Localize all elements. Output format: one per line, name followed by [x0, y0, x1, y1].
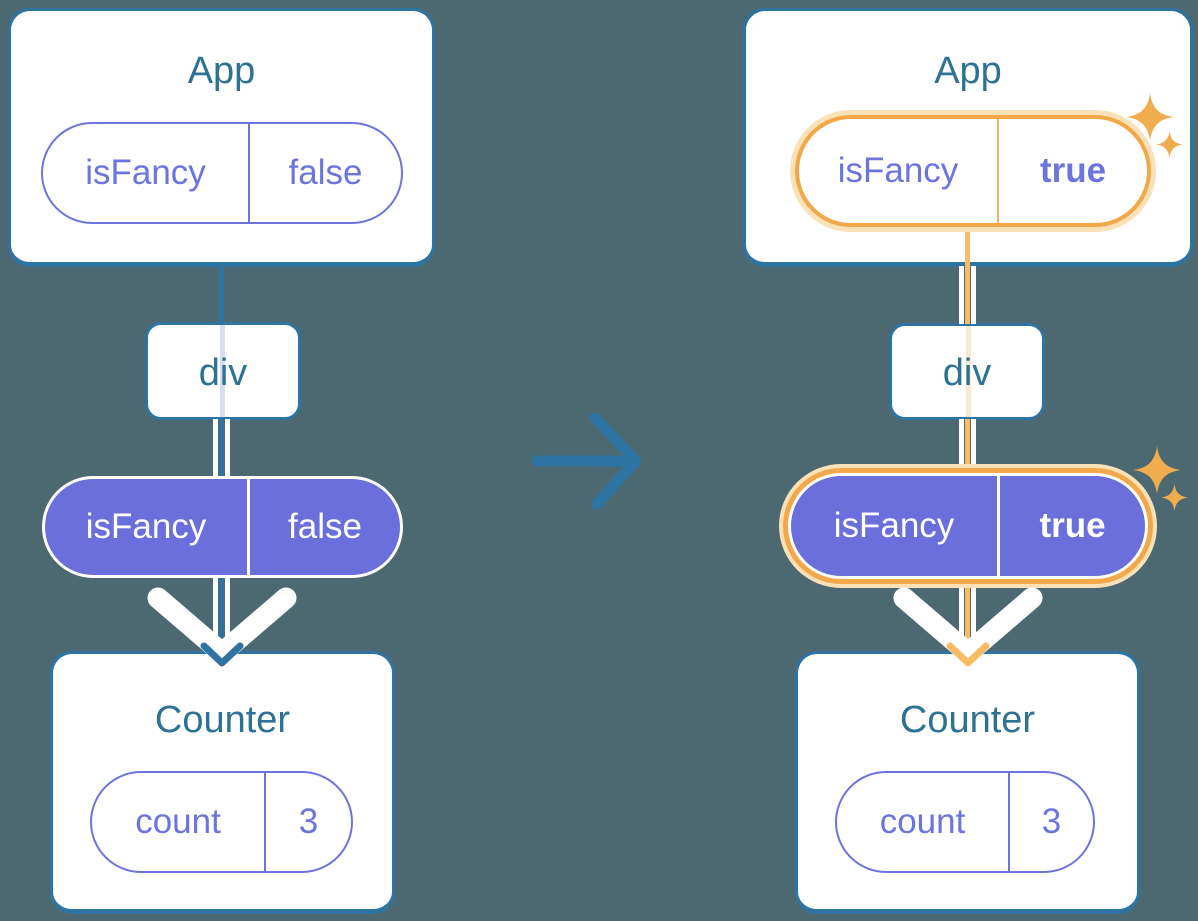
prop-name: isFancy	[85, 153, 206, 192]
after-passed-prop-pill: isFancy true	[783, 468, 1153, 584]
sparkle-icon	[1126, 93, 1174, 141]
prop-value: false	[288, 507, 362, 546]
state-name: count	[879, 802, 966, 841]
before-passed-prop-pill: isFancy false	[42, 476, 403, 578]
after-div-passthrough-line	[966, 326, 971, 417]
prop-value: false	[288, 153, 363, 192]
prop-value: true	[1039, 151, 1107, 190]
sparkle-icon	[1161, 484, 1188, 511]
before-app-to-div-line	[219, 265, 224, 323]
before-div-label: div	[198, 352, 248, 394]
before-app-prop-pill: isFancy false	[41, 122, 403, 224]
prop-value: true	[1039, 506, 1106, 545]
before-div-to-prop-flow	[213, 419, 230, 478]
state-value: 3	[1041, 802, 1062, 841]
after-app-to-div-flow	[959, 266, 976, 324]
before-prop-to-counter-flow	[213, 577, 230, 650]
pill-divider	[997, 119, 999, 223]
pill-divider	[1008, 773, 1010, 871]
before-flow-arrowhead-icon	[147, 587, 297, 667]
prop-name: isFancy	[837, 151, 959, 190]
after-counter-title: Counter	[899, 699, 1036, 741]
after-counter-state-pill: count 3	[835, 771, 1095, 873]
pill-divider	[248, 124, 250, 222]
sparkle-icon	[1156, 131, 1183, 158]
state-value: 3	[298, 802, 319, 841]
after-app-inner-line	[965, 224, 970, 268]
prop-name: isFancy	[85, 507, 207, 546]
before-counter-state-pill: count 3	[90, 771, 353, 873]
state-name: count	[135, 802, 221, 841]
transition-arrow-icon	[531, 412, 642, 510]
pill-divider	[264, 773, 266, 871]
pill-divider	[247, 479, 250, 575]
prop-name: isFancy	[833, 506, 955, 545]
before-app-title: App	[187, 50, 256, 92]
after-div-label: div	[942, 352, 992, 394]
after-app-prop-pill: isFancy true	[795, 115, 1151, 227]
after-flow-arrowhead-icon	[893, 587, 1043, 667]
after-div-to-prop-flow	[959, 419, 976, 469]
before-div-passthrough-line	[220, 325, 225, 417]
before-counter-title: Counter	[154, 699, 291, 741]
pill-divider	[997, 476, 1000, 576]
after-app-title: App	[934, 50, 1002, 92]
after-prop-to-counter-flow	[959, 586, 976, 650]
sparkle-icon	[1133, 446, 1181, 494]
